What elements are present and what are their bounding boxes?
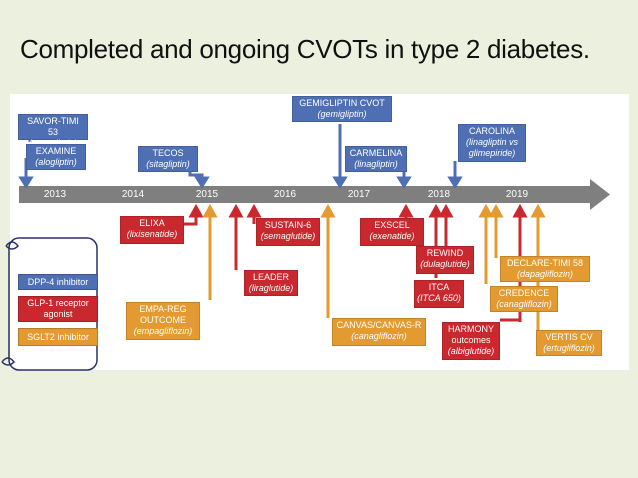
trial-name: ELIXA [139,218,165,228]
trial-gemigliptin: GEMIGLIPTIN CVOT (gemigliptin) [292,96,392,122]
trial-drug: (dapagliflozin) [516,269,574,279]
trial-drug: (exenatide) [369,231,415,241]
trial-sustain: SUSTAIN-6 (semaglutide) [256,218,320,246]
trial-name: EXAMINE [35,146,77,156]
trial-name: VERTIS CV [545,332,593,342]
trial-name: CARMELINA [349,148,403,158]
trial-name: EMPA-REG OUTCOME [139,304,187,325]
trial-drug: (gemigliptin) [317,109,367,119]
year-label-2019: 2019 [505,189,529,200]
trial-empareg: EMPA-REG OUTCOME (empagliflozin) [126,302,200,340]
trial-drug: (linagliptin vs glimepiride) [465,137,519,158]
trial-harmony: HARMONY outcomes (albiglutide) [442,322,500,360]
page-title: Completed and ongoing CVOTs in type 2 di… [20,34,590,64]
trial-name: SAVOR-TIMI 53 [27,116,79,137]
trial-name: HARMONY outcomes [447,324,494,345]
trial-drug: (lixisenatide) [126,229,178,239]
year-label-2015: 2015 [195,189,219,200]
trial-name: REWIND [426,248,464,258]
trial-vertis: VERTIS CV (ertugliflozin) [536,330,602,356]
trial-canvas: CANVAS/CANVAS-R (canagliflozin) [332,318,426,346]
trial-drug: (dulaglutide) [420,259,470,269]
trial-name: DECLARE-TIMI 58 [506,258,584,268]
trial-leader: LEADER (liraglutide) [244,270,298,296]
trial-name: CANVAS/CANVAS-R [336,320,422,330]
legend-dpp4: DPP-4 inhibitor [18,274,98,290]
trial-drug: (linagliptin) [354,159,398,169]
trial-credence: CREDENCE (canagliflozin) [490,286,558,312]
trial-drug: (semaglutide) [260,231,316,241]
year-label-2016: 2016 [273,189,297,200]
trial-exscel: EXSCEL (exenatide) [360,218,424,246]
trial-examine: EXAMINE (alogliptin) [26,144,86,170]
trial-name: CAROLINA [468,126,515,136]
year-label-2014: 2014 [121,189,145,200]
trial-savor: SAVOR-TIMI 53 (saxagliptin) [18,114,88,148]
trial-drug: (empagliflozin) [133,326,193,336]
trial-name: TECOS [152,148,184,158]
trial-drug: (ITCA 650) [417,293,461,303]
year-label-2017: 2017 [347,189,371,200]
trial-drug: (saxagliptin) [28,138,78,148]
trial-drug: (canagliflozin) [496,299,552,309]
trial-name: SUSTAIN-6 [264,220,312,230]
trial-name: ITCA [428,282,450,292]
legend-sglt2: SGLT2 inhibitor [18,328,98,346]
trial-drug: (albiglutide) [447,346,495,356]
trial-rewind: REWIND (dulaglutide) [416,246,474,274]
trial-drug: (alogliptin) [35,157,77,167]
trial-name: GEMIGLIPTIN CVOT [299,98,385,108]
trial-drug: (canagliflozin) [351,331,407,341]
trial-drug: (sitagliptin) [146,159,190,169]
trial-drug: (ertugliflozin) [543,343,595,353]
timeline-axis [19,179,610,210]
trial-elixa: ELIXA (lixisenatide) [120,216,184,244]
trial-drug: (liraglutide) [248,283,294,293]
trial-name: EXSCEL [374,220,410,230]
trial-carolina: CAROLINA (linagliptin vs glimepiride) [458,124,526,162]
legend: DPP-4 inhibitor GLP-1 receptor agonist S… [10,238,100,370]
trial-itca: ITCA (ITCA 650) [414,280,464,308]
trial-name: LEADER [252,272,289,282]
trial-declare: DECLARE-TIMI 58 (dapagliflozin) [500,256,590,282]
year-label-2018: 2018 [427,189,451,200]
trial-tecos: TECOS (sitagliptin) [138,146,198,172]
trial-name: CREDENCE [498,288,550,298]
trial-carmelina: CARMELINA (linagliptin) [345,146,407,172]
legend-glp1: GLP-1 receptor agonist [18,296,98,322]
year-label-2013: 2013 [43,189,67,200]
